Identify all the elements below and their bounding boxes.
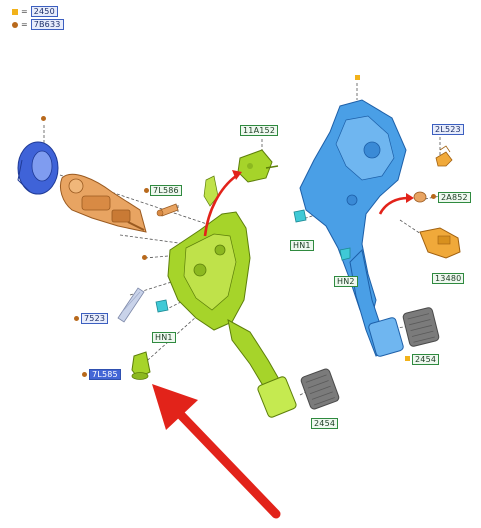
clutch-pedal-bracket — [167, 175, 297, 418]
stop-lamp-bolt — [435, 145, 453, 167]
callout-7L585: 7L585 — [89, 369, 121, 380]
callout-2L523: 2L523 — [432, 124, 464, 135]
reservoir — [17, 141, 59, 195]
position-sensor — [131, 351, 151, 380]
callout-hn1-left: HN1 — [152, 332, 176, 343]
pedal-pad-left — [300, 368, 340, 410]
dot-marker-icon — [82, 372, 87, 377]
red-curve-arrow-right — [378, 196, 409, 215]
legend-ref-7B633: 7B633 — [30, 19, 64, 30]
legend-ref-2450: 2450 — [30, 6, 58, 17]
big-red-arrow — [152, 384, 281, 519]
brake-pedal-bracket — [299, 99, 407, 357]
callout-7523: 7523 — [81, 313, 109, 324]
return-spring — [117, 287, 145, 323]
pedal-stopper — [413, 191, 427, 203]
legend-row-square: = 2450 — [12, 6, 58, 17]
dot-marker-icon — [144, 188, 149, 193]
clip-hn1-right — [293, 209, 307, 223]
arrow-head-icon — [406, 193, 414, 203]
callout-11A152: 11A152 — [240, 125, 279, 136]
pedal-pad-right — [402, 307, 440, 347]
dot-marker-icon — [142, 255, 147, 260]
callout-7L586: 7L586 — [150, 185, 182, 196]
legend-equals: = — [21, 7, 28, 16]
clip-hn2 — [339, 247, 351, 261]
arrow-head-icon — [232, 170, 242, 180]
stop-lamp-switch — [419, 227, 461, 259]
legend-equals: = — [21, 20, 28, 29]
callout-hn2: HN2 — [334, 276, 358, 287]
callout-hn1-right: HN1 — [290, 240, 314, 251]
square-marker-icon — [355, 75, 360, 80]
clutch-switch — [237, 149, 279, 183]
clip-hn1-left — [155, 299, 169, 313]
square-marker-icon — [405, 356, 410, 361]
legend-row-dot: = 7B633 — [12, 19, 64, 30]
callout-2454-right: 2454 — [412, 354, 440, 365]
pivot-bolt — [156, 203, 179, 217]
dot-marker-icon — [431, 194, 436, 199]
clutch-master-cylinder — [59, 173, 147, 233]
callout-2A852: 2A852 — [438, 192, 471, 203]
dot-marker-icon — [12, 21, 18, 28]
square-marker-icon — [12, 8, 18, 15]
dot-marker-icon — [74, 316, 79, 321]
red-curve-arrow-left — [203, 174, 237, 237]
callout-2454-left: 2454 — [311, 418, 339, 429]
callout-13480: 13480 — [432, 273, 465, 284]
dot-marker-icon — [41, 116, 46, 121]
